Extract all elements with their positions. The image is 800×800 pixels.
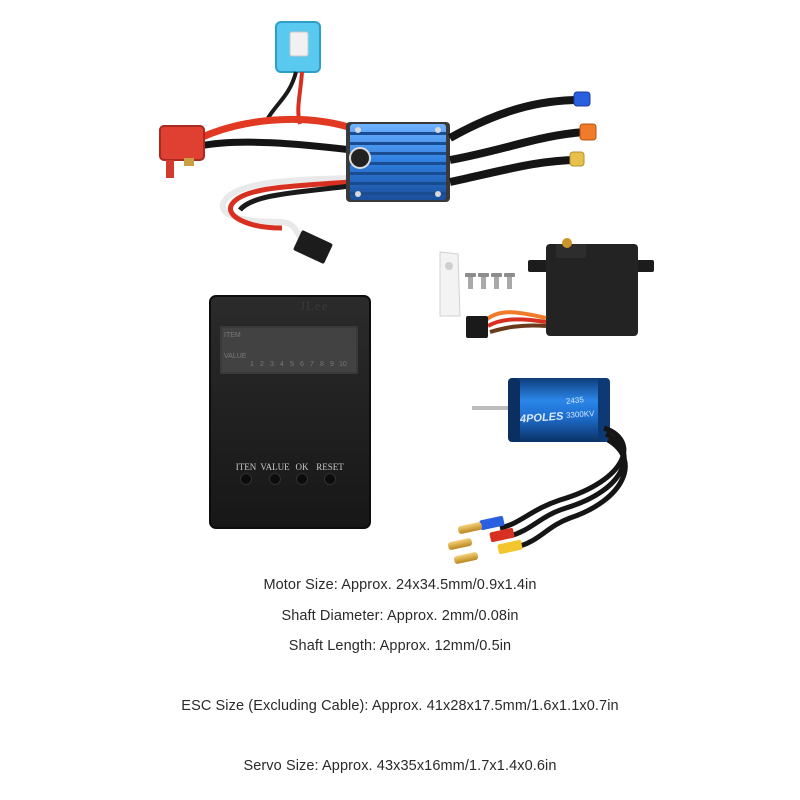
program-card bbox=[209, 295, 371, 529]
value-number: 7 bbox=[310, 361, 314, 368]
ok-button-label: OK bbox=[295, 462, 309, 472]
motor-size-spec: Motor Size: Approx. 24x34.5mm/0.9x1.4in bbox=[263, 577, 537, 593]
program-card-brand: JLee bbox=[300, 298, 329, 313]
esc-heatsink bbox=[349, 124, 446, 200]
brushless-motor bbox=[447, 378, 628, 564]
shaft-length-spec: Shaft Length: Approx. 12mm/0.5in bbox=[288, 638, 512, 654]
value-number: 2 bbox=[260, 361, 264, 368]
program-card-item-label: ITEM bbox=[224, 332, 241, 339]
esc-power-switch bbox=[266, 21, 321, 125]
deans-connector bbox=[159, 125, 205, 178]
servo-screws bbox=[465, 273, 515, 289]
motor-label-model: 2435 bbox=[565, 395, 585, 406]
value-number: 5 bbox=[290, 361, 294, 368]
reset-button-label: RESET bbox=[316, 462, 344, 472]
servo-horn bbox=[439, 251, 461, 317]
value-number: 3 bbox=[270, 361, 274, 368]
value-button-label: VALUE bbox=[260, 462, 290, 472]
program-card-value-label: VALUE bbox=[224, 353, 247, 360]
value-number: 1 bbox=[250, 361, 254, 368]
value-number: 8 bbox=[320, 361, 324, 368]
product-photo: JLee ITEM VALUE 1 2 3 4 5 6 7 8 9 10 ITE… bbox=[159, 21, 654, 564]
reset-button bbox=[324, 473, 336, 485]
value-number: 10 bbox=[339, 361, 347, 368]
iten-button-label: ITEN bbox=[235, 462, 257, 472]
shaft-diameter-spec: Shaft Diameter: Approx. 2mm/0.08in bbox=[281, 608, 519, 624]
iten-button bbox=[240, 473, 252, 485]
value-button bbox=[269, 473, 281, 485]
servo-size-spec: Servo Size: Approx. 43x35x16mm/1.7x1.4x0… bbox=[243, 758, 557, 774]
product-illustration bbox=[159, 21, 654, 564]
ok-button bbox=[296, 473, 308, 485]
value-number: 9 bbox=[330, 361, 334, 368]
esc-size-spec: ESC Size (Excluding Cable): Approx. 41x2… bbox=[181, 698, 619, 714]
value-number: 4 bbox=[280, 361, 284, 368]
esc-unit bbox=[159, 21, 597, 264]
servo-unit bbox=[439, 238, 654, 338]
value-number: 6 bbox=[300, 361, 304, 368]
